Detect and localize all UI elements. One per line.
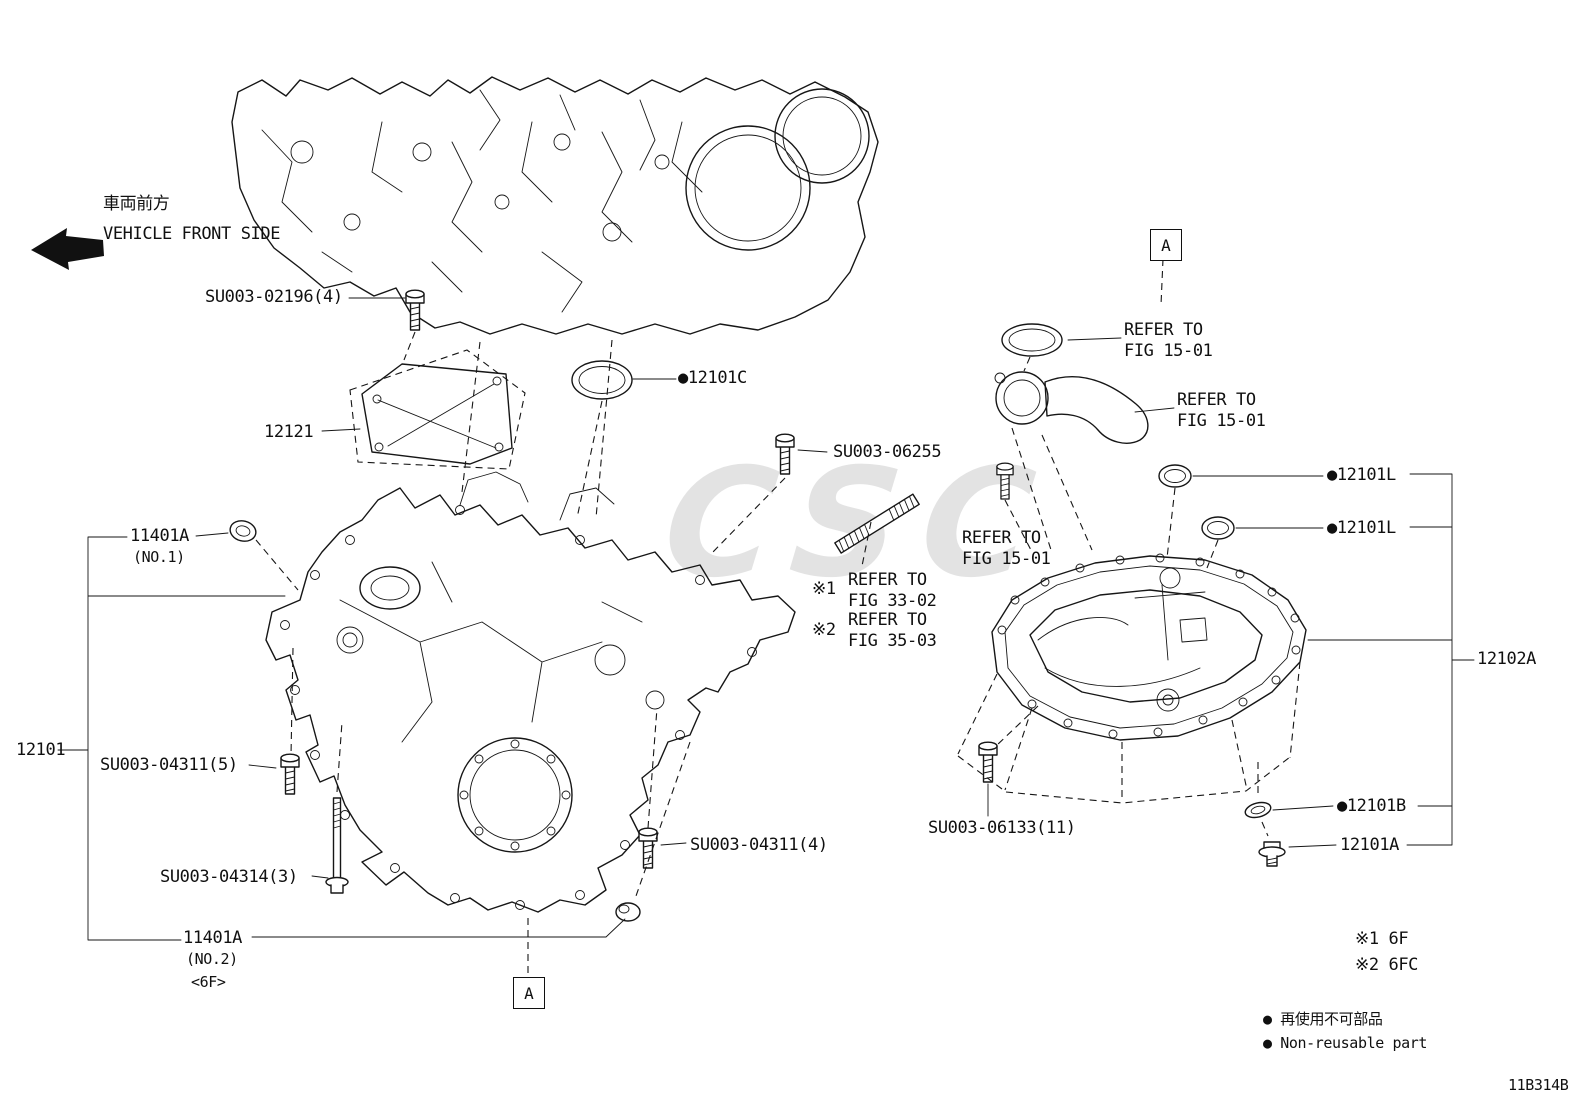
plug-11401a-no1 (229, 520, 257, 542)
label-12101b: ●12101B (1337, 796, 1406, 816)
engine-block (231, 76, 879, 335)
refer-fig-33-02-line2: FIG 33-02 (848, 591, 937, 611)
front-side-label-jp: 車両前方 (103, 194, 170, 214)
bracket-lines (57, 473, 1475, 941)
bolt-su003-04311-5 (280, 753, 300, 795)
view-marker-a-bottom: A (513, 977, 545, 1009)
view-marker-a-top: A (1150, 229, 1182, 261)
refer-fig-15-01-c-line1: REFER TO (962, 528, 1041, 548)
refer-fig-35-03-line2: FIG 35-03 (848, 631, 937, 651)
label-12101l-2: ●12101L (1327, 518, 1396, 538)
label-11401a-no1: 11401A (130, 526, 190, 546)
refer-fig-15-01-b-line1: REFER TO (1177, 390, 1256, 410)
plug-11401a-no2 (615, 902, 641, 922)
label-12101: 12101 (16, 740, 66, 760)
footnote-1: ※1 6F (1355, 929, 1409, 949)
o-ring-12101l-2 (1201, 516, 1235, 540)
label-su003-04311-5: SU003-04311(5) (100, 755, 238, 775)
label-11401a-no2: 11401A (183, 928, 243, 948)
upper-oil-pan-12101 (265, 471, 796, 913)
leader-lines (195, 297, 1337, 938)
watermark: CSC (656, 436, 1063, 611)
label-su003-06255: SU003-06255 (833, 442, 942, 462)
construction-lines (255, 258, 1301, 973)
oil-strainer (994, 371, 1149, 444)
view-marker-a-bottom-text: A (524, 983, 534, 1003)
footnote-2: ※2 6FC (1355, 955, 1419, 975)
strainer-o-ring (1001, 323, 1063, 357)
long-bolt-su003-04314 (325, 797, 349, 894)
bolt-su003-06133 (978, 741, 998, 783)
drain-plug-12101a (1258, 841, 1286, 867)
refer-fig-15-01-a-line1: REFER TO (1124, 320, 1203, 340)
baffle-plate-12121 (349, 349, 526, 470)
label-12101a: 12101A (1340, 835, 1400, 855)
legend-non-reusable-en: ● Non-reusable part (1263, 1034, 1427, 1052)
label-12101l-1: ●12101L (1327, 465, 1396, 485)
label-12121: 12121 (264, 422, 314, 442)
o-ring-12101c (571, 360, 633, 400)
label-12102a: 12102A (1477, 649, 1537, 669)
diagram-code: 11B314B (1508, 1076, 1569, 1094)
front-side-label-en: VEHICLE FRONT SIDE (103, 224, 281, 244)
label-12101c: ●12101C (678, 368, 747, 388)
refer-fig-33-02-mark: ※1 (812, 579, 836, 599)
label-su003-04311-4: SU003-04311(4) (690, 835, 828, 855)
stud-bolt (834, 493, 920, 554)
refer-fig-35-03-line1: REFER TO (848, 610, 927, 630)
refer-fig-15-01-a-line2: FIG 15-01 (1124, 341, 1213, 361)
label-su003-04314-3: SU003-04314(3) (160, 867, 298, 887)
refer-fig-15-01-b-line2: FIG 15-01 (1177, 411, 1266, 431)
view-marker-a-top-text: A (1161, 235, 1171, 255)
label-su003-06133: SU003-06133(11) (928, 818, 1076, 838)
gasket-12101b (1244, 801, 1272, 819)
label-11401a-no2-sub: (NO.2) (186, 950, 238, 968)
refer-fig-33-02-line1: REFER TO (848, 570, 927, 590)
front-direction-arrow-icon (31, 228, 104, 270)
refer-fig-15-01-c-line2: FIG 15-01 (962, 549, 1051, 569)
o-ring-12101l-1 (1158, 464, 1192, 488)
bolt-su003-04311-4 (638, 827, 658, 869)
label-11401a-no2-trans: <6F> (191, 973, 226, 991)
legend-non-reusable-jp: ● 再使用不可部品 (1263, 1010, 1383, 1028)
label-11401a-no1-sub: (NO.1) (133, 548, 185, 566)
label-su003-02196: SU003-02196(4) (205, 287, 343, 307)
refer-fig-35-03-mark: ※2 (812, 620, 836, 640)
lower-oil-pan-12102a (991, 553, 1307, 741)
